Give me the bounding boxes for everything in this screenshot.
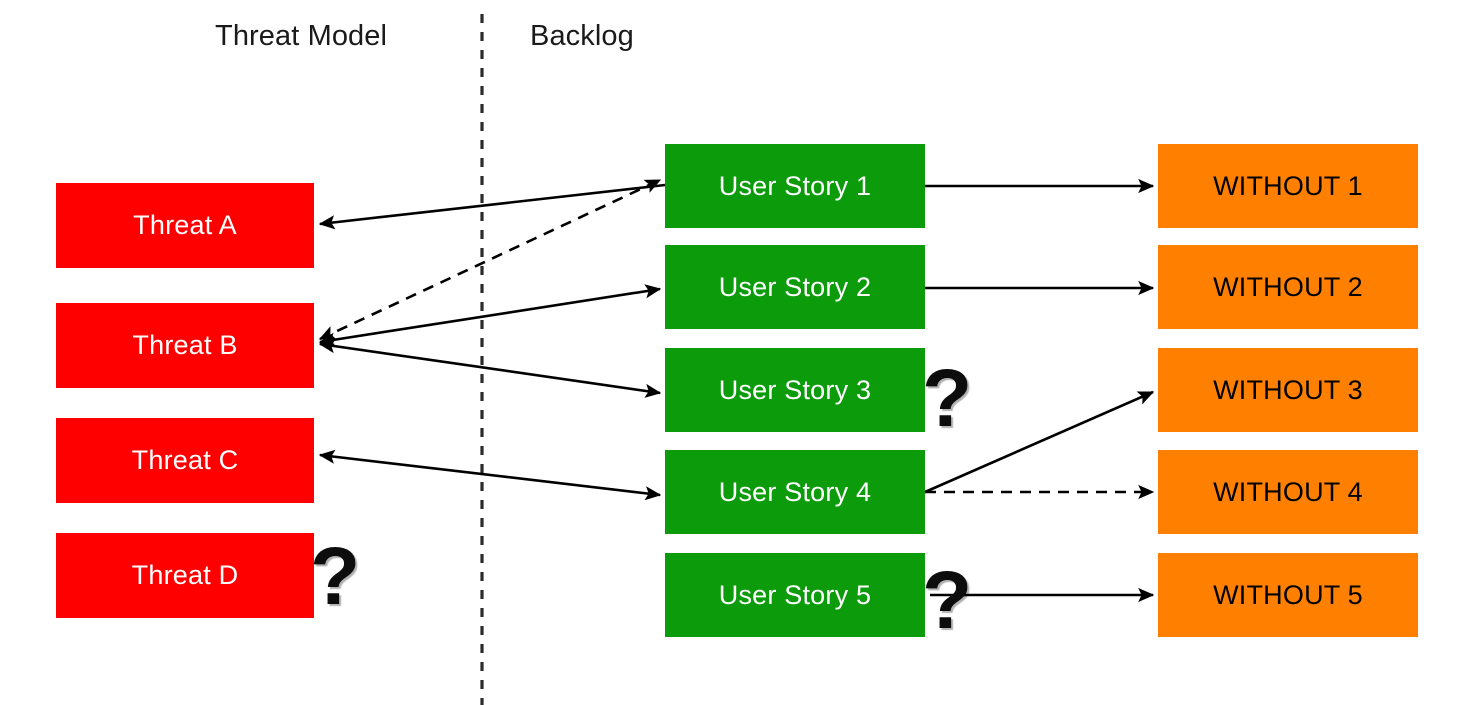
without-node-label: WITHOUT 4 xyxy=(1213,476,1363,507)
connector-threatC-story4 xyxy=(318,449,662,501)
threat-node-label: Threat C xyxy=(131,445,239,475)
threat-node-label: Threat A xyxy=(133,210,237,240)
connector-threatB-story3 xyxy=(318,339,662,398)
without-node-label: WITHOUT 2 xyxy=(1213,271,1363,302)
threat-node-a[interactable]: Threat A xyxy=(56,183,314,268)
story-node-label: User Story 3 xyxy=(718,374,872,405)
column-header-threat-model: Threat Model xyxy=(215,20,388,52)
without-node-1[interactable]: WITHOUT 1 xyxy=(1158,144,1418,228)
without-node-3[interactable]: WITHOUT 3 xyxy=(1158,348,1418,432)
threat-node-c[interactable]: Threat C xyxy=(56,418,314,503)
story-node-label: User Story 4 xyxy=(718,476,872,507)
threat-node-d[interactable]: Threat D xyxy=(56,533,314,618)
without-node-4[interactable]: WITHOUT 4 xyxy=(1158,450,1418,534)
question-mark-icon-story-3: ? xyxy=(922,353,973,444)
threat-node-b[interactable]: Threat B xyxy=(56,303,314,388)
without-node-5[interactable]: WITHOUT 5 xyxy=(1158,553,1418,637)
connector-story1-to-threatA xyxy=(318,183,666,230)
story-node-4[interactable]: User Story 4 xyxy=(665,450,925,534)
connector-threatB-to-story1 xyxy=(318,178,662,341)
story-node-5[interactable]: User Story 5 xyxy=(665,553,925,637)
story-node-3[interactable]: User Story 3 xyxy=(665,348,925,432)
story-node-label: User Story 2 xyxy=(718,271,872,302)
story-node-2[interactable]: User Story 2 xyxy=(665,245,925,329)
connector-threatB-story2 xyxy=(318,284,662,347)
story-node-label: User Story 5 xyxy=(718,579,872,610)
threat-node-label: Threat B xyxy=(132,330,238,360)
without-node-label: WITHOUT 5 xyxy=(1213,579,1363,610)
without-node-2[interactable]: WITHOUT 2 xyxy=(1158,245,1418,329)
threat-node-label: Threat D xyxy=(131,560,239,590)
column-header-backlog: Backlog xyxy=(530,20,634,52)
question-mark-icon-story-5: ? xyxy=(922,555,973,646)
story-node-1[interactable]: User Story 1 xyxy=(665,144,925,228)
story-node-label: User Story 1 xyxy=(718,170,872,201)
question-mark-icon-threat-d: ? xyxy=(310,531,361,622)
without-node-label: WITHOUT 3 xyxy=(1213,374,1363,405)
without-node-label: WITHOUT 1 xyxy=(1213,170,1363,201)
